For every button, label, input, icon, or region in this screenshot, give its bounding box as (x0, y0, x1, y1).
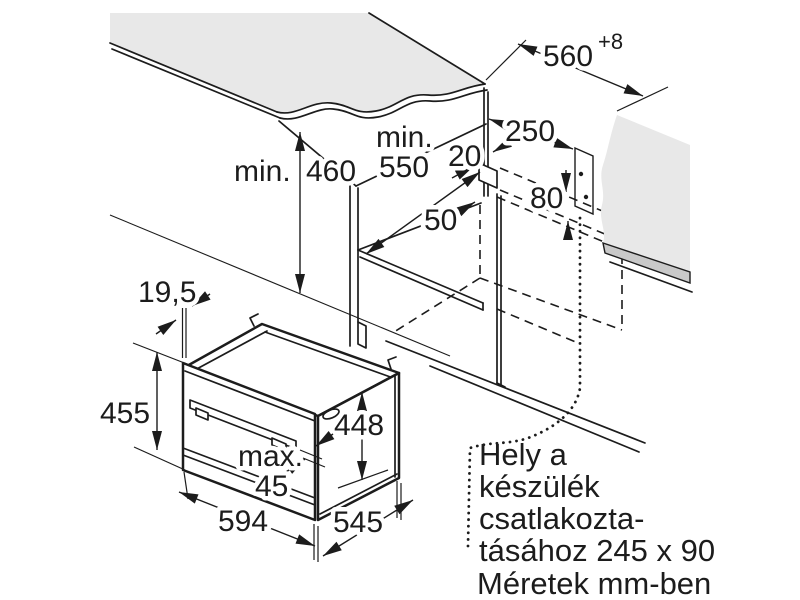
niche-width-tolerance: +8 (598, 29, 623, 54)
connection-height-label: 80 (530, 182, 563, 215)
body-height-label: 448 (334, 409, 384, 442)
side-grip-cutout (322, 408, 340, 420)
dim-rear-gap: 20 (444, 136, 513, 180)
front-protrusion-prefix: max. (238, 440, 303, 473)
oven-bracket-right (387, 356, 397, 370)
cabinet-leg (357, 321, 367, 349)
dim-niche-width: 560 +8 (485, 25, 669, 112)
front-height-label: 455 (100, 397, 150, 430)
appliance-depth-label: 545 (333, 506, 383, 539)
rear-gap-label: 20 (448, 140, 481, 173)
dim-front-protrusion: max. 45 (234, 430, 335, 508)
dim-connection-height: 80 (526, 170, 573, 240)
oven-bracket-left (249, 313, 259, 327)
units-note: Méretek mm-ben (477, 566, 711, 600)
countertop-right-edge (602, 241, 691, 284)
connection-note-line1: Hely a (479, 437, 568, 472)
connection-note-line3: csatlakozta- (479, 501, 644, 536)
countertop-left (109, 12, 488, 120)
niche-width-label: 560 (543, 40, 593, 73)
right-side-panel (600, 115, 693, 293)
dim-rear-recess: 50 (420, 200, 476, 242)
dim-appliance-depth: 545 (322, 481, 414, 557)
niche-height-prefix: min. (234, 155, 291, 188)
dim-front-height: 455 (96, 342, 188, 471)
rear-recess-label: 50 (424, 204, 457, 237)
front-protrusion-label: 45 (255, 470, 288, 503)
connection-area-hatch (574, 146, 594, 216)
dim-niche-height: min. 460 (230, 132, 361, 293)
connection-note-line4: tásához 245 x 90 (479, 533, 715, 568)
dim-body-height: 448 (330, 392, 389, 489)
dim-connection-distance: 250 (488, 111, 574, 153)
connection-leader-dotted (466, 216, 582, 548)
top-clearance-label: 19,5 (138, 276, 196, 309)
connection-distance-label: 250 (505, 115, 555, 148)
dim-top-clearance: 19,5 (134, 272, 211, 358)
oven-handle (189, 399, 297, 450)
connection-note-line2: készülék (479, 469, 600, 504)
appliance-width-label: 594 (218, 505, 268, 538)
niche-height-label: 460 (306, 155, 356, 188)
dim-appliance-width: 594 (178, 471, 319, 562)
niche-depth-prefix: min. (376, 121, 433, 154)
rear-gap-notch (478, 162, 498, 189)
dim-niche-depth: min. 550 (365, 117, 481, 255)
oven-front-panel (181, 361, 317, 522)
niche-depth-label: 550 (379, 151, 429, 184)
connection-note: Hely a készülék csatlakozta- tásához 245… (479, 437, 715, 568)
